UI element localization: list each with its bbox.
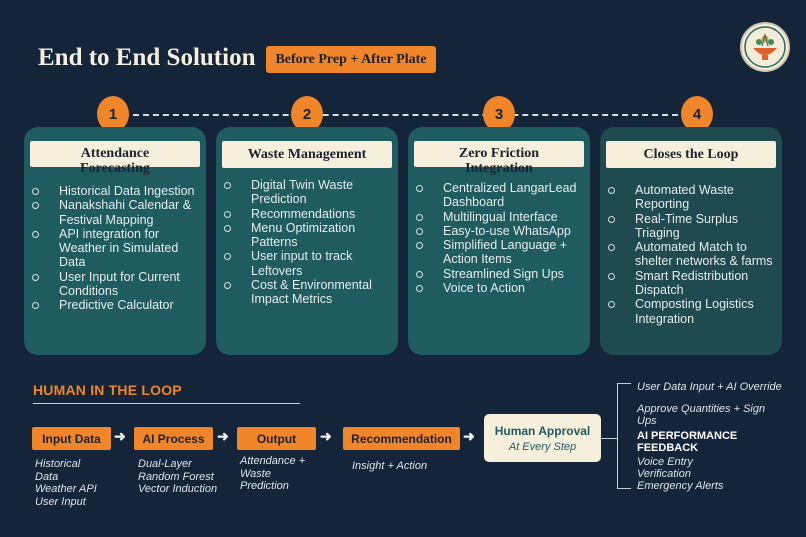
process-description: Insight + Action: [352, 460, 427, 473]
desc-line: Dual-Layer: [138, 458, 192, 470]
human-approval-box: Human Approval At Every Step: [484, 414, 601, 462]
bracket-tick: [617, 383, 631, 384]
step-1-badge: 1: [97, 96, 129, 132]
desc-line: User Input: [35, 495, 86, 508]
process-input-data: Input Data: [32, 427, 111, 450]
timeline-connector: [113, 114, 698, 116]
step-card-loop: Closes the Loop Automated Waste Reportin…: [600, 127, 782, 355]
step-3-badge: 3: [483, 96, 515, 132]
card-heading-line2: Forecasting: [80, 161, 150, 176]
approval-title: Human Approval: [494, 424, 591, 438]
process-description: Attendance + Waste Prediction: [240, 455, 305, 493]
list-item: Cost & Environmental Impact Metrics: [224, 278, 394, 307]
list-item: Historical Data Ingestion: [32, 184, 204, 198]
list-item: Simplified Language + Action Items: [416, 238, 588, 267]
bracket-connector: [601, 438, 617, 439]
section-heading: HUMAN IN THE LOOP: [33, 382, 182, 398]
step-4-badge: 4: [681, 96, 713, 132]
card-heading: Waste Management: [222, 141, 392, 168]
feedback-item: Ups: [637, 415, 657, 427]
feedback-item: Emergency Alerts: [637, 480, 724, 492]
feedback-item: User Data Input + AI Override: [637, 381, 782, 393]
list-item: Real-Time Surplus Triaging: [608, 212, 780, 241]
process-ai: AI Process: [134, 427, 213, 450]
card-item-list: Automated Waste Reporting Real-Time Surp…: [608, 183, 780, 326]
section-divider: [33, 403, 300, 404]
arrow-right-icon: ➜: [463, 428, 475, 444]
list-item: Nanakshahi Calendar & Festival Mapping: [32, 198, 204, 227]
page-title: End to End Solution: [38, 44, 256, 71]
card-item-list: Digital Twin Waste Prediction Recommenda…: [224, 178, 394, 307]
list-item: Smart Redistribution Dispatch: [608, 269, 780, 298]
feedback-item: Voice Entry: [637, 456, 693, 468]
card-item-list: Centralized LangarLead Dashboard Multili…: [416, 181, 588, 295]
approval-subtitle: At Every Step: [508, 441, 577, 453]
list-item: Easy-to-use WhatsApp: [416, 224, 588, 238]
list-item: Multilingual Interface: [416, 210, 588, 224]
card-heading-line1: Waste Management: [247, 147, 367, 162]
feedback-item: Approve Quantities + Sign: [637, 403, 766, 415]
bracket-line: [617, 383, 618, 489]
desc-line: Insight + Action: [352, 460, 428, 472]
langar-emblem-icon: [740, 22, 790, 72]
list-item: Composting Logistics Integration: [608, 297, 780, 326]
card-heading: Attendance Forecasting: [30, 141, 200, 176]
list-item: Streamlined Sign Ups: [416, 267, 588, 281]
desc-line: Waste: [240, 467, 271, 480]
list-item: Automated Match to shelter networks & fa…: [608, 240, 780, 269]
desc-line: Attendance +: [240, 455, 306, 467]
list-item: Recommendations: [224, 207, 394, 221]
list-item: API integration for Weather in Simulated…: [32, 227, 204, 270]
subtitle-badge: Before Prep + After Plate: [266, 46, 436, 73]
desc-line: Prediction: [240, 480, 289, 492]
card-heading-line1: Zero Friction: [458, 146, 540, 161]
step-card-attendance: Attendance Forecasting Historical Data I…: [24, 127, 206, 355]
arrow-right-icon: ➜: [320, 428, 332, 444]
desc-line: Data: [35, 470, 59, 483]
step-card-waste: Waste Management Digital Twin Waste Pred…: [216, 127, 398, 355]
list-item: Menu Optimization Patterns: [224, 221, 394, 250]
process-recommendation: Recommendation: [343, 427, 460, 450]
list-item: User Input for Current Conditions: [32, 270, 204, 299]
list-item: Digital Twin Waste Prediction: [224, 178, 394, 207]
card-heading-line1: Attendance: [80, 146, 150, 161]
card-heading-line1: Closes the Loop: [643, 147, 739, 162]
process-description: Historical Data Weather API User Input: [35, 458, 97, 508]
list-item: Centralized LangarLead Dashboard: [416, 181, 588, 210]
card-heading-line2: Integration: [465, 161, 533, 176]
arrow-right-icon: ➜: [217, 428, 229, 444]
feedback-heading: AI PERFORMANCE: [637, 430, 738, 442]
arrow-right-icon: ➜: [114, 428, 126, 444]
desc-line: Vector Induction: [138, 483, 218, 495]
feedback-heading: FEEDBACK: [637, 442, 699, 454]
process-description: Dual-Layer Random Forest Vector Inductio…: [138, 458, 217, 496]
list-item: User input to track Leftovers: [224, 249, 394, 278]
list-item: Predictive Calculator: [32, 298, 204, 312]
desc-line: Random Forest: [138, 470, 214, 483]
bracket-tick: [617, 488, 631, 489]
list-item: Voice to Action: [416, 281, 588, 295]
feedback-item: Verification: [637, 468, 692, 480]
desc-line: Historical: [35, 458, 81, 470]
card-item-list: Historical Data Ingestion Nanakshahi Cal…: [32, 184, 204, 313]
step-card-integration: Zero Friction Integration Centralized La…: [408, 127, 590, 355]
card-heading: Zero Friction Integration: [414, 141, 584, 176]
card-heading: Closes the Loop: [606, 141, 776, 168]
step-2-badge: 2: [291, 96, 323, 132]
desc-line: Weather API: [35, 483, 97, 495]
list-item: Automated Waste Reporting: [608, 183, 780, 212]
process-output: Output: [237, 427, 316, 450]
